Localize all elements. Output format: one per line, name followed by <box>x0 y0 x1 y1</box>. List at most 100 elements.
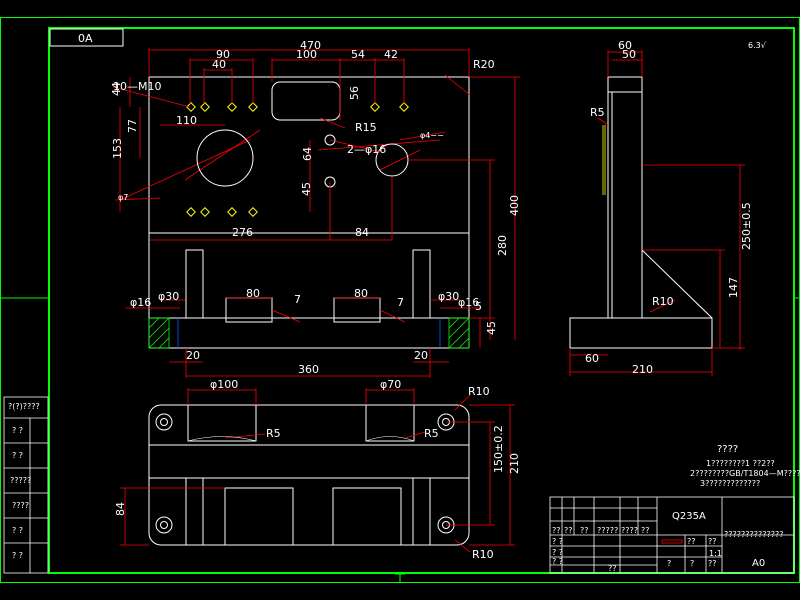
front-view-dimensions <box>112 48 520 340</box>
sheet-size: A0 <box>752 558 765 569</box>
technical-notes: ???? 1????????1 ??2?? 2????????GB/T1804—… <box>690 444 800 488</box>
dim-150: 150±0.2 <box>492 425 505 473</box>
tb-cell-d: ? <box>667 559 671 568</box>
dim-phi7: φ7 <box>118 193 128 202</box>
dim-80-right: 80 <box>354 287 368 300</box>
dim-r15: R15 <box>355 121 377 134</box>
tb-row-label-2: ?? <box>580 526 589 535</box>
tb-cell-a: ?? <box>608 564 617 573</box>
dim-phi16-right: φ16 <box>458 296 479 309</box>
strip-label-2: ? ? <box>12 451 23 460</box>
dim-10-m10: 10—M10 <box>113 80 162 93</box>
dim-360: 360 <box>298 363 319 376</box>
dim-side-147: 147 <box>727 277 740 298</box>
dim-84: 84 <box>355 226 369 239</box>
dim-20-left: 20 <box>186 349 200 362</box>
dim-phi100: φ100 <box>210 378 238 391</box>
dim-280: 280 <box>496 235 509 256</box>
dim-top-r5-right: R5 <box>424 427 439 440</box>
tb-cell-f: ?? <box>708 559 717 568</box>
dim-top-210: 210 <box>508 453 521 474</box>
strip-label-3: ????? <box>10 476 31 485</box>
title-block: Q235A ?????????????? A0 1:1 ?? ?? ?? ???… <box>549 496 795 574</box>
dim-side-r5: R5 <box>590 106 605 119</box>
lower-front-view: φ16 φ30 80 7 80 7 φ30 φ16 5 45 20 20 360 <box>125 233 498 378</box>
dim-110: 110 <box>176 114 197 127</box>
tb-cell-b: ?? <box>687 537 696 546</box>
dim-45: 45 <box>300 182 313 196</box>
tb-cell-c: ?? <box>708 537 717 546</box>
front-view-centerlines <box>119 129 441 201</box>
bolt-hole-tl <box>155 413 173 431</box>
dim-7-left: 7 <box>294 293 301 306</box>
top-view: φ100 φ70 R10 R5 R5 150±0.2 210 84 R10 <box>114 378 521 561</box>
base-hatching <box>148 317 470 349</box>
dim-top-r10: R10 <box>468 385 490 398</box>
dim-42: 42 <box>384 48 398 61</box>
scale: 1:1 <box>709 549 722 558</box>
tb-row-label-1: ?? <box>564 526 573 535</box>
dim-56: 56 <box>348 86 361 100</box>
dim-r20: R20 <box>473 58 495 71</box>
dim-phi4: φ4−− <box>420 131 444 140</box>
tb-left-label-1: ? ? <box>552 548 563 557</box>
large-bore-left <box>196 129 254 187</box>
dim-phi16-left: φ16 <box>130 296 151 309</box>
dim-470: 470 <box>300 39 321 52</box>
notes-line-1: 1????????1 ??2?? <box>706 459 775 468</box>
strip-label-1: ? ? <box>12 426 23 435</box>
dim-side-60: 60 <box>618 39 632 52</box>
dim-64: 64 <box>301 147 314 161</box>
dim-phi30-left: φ30 <box>158 290 179 303</box>
dim-20-right: 20 <box>414 349 428 362</box>
tb-row-label-5: ?? <box>641 526 650 535</box>
strip-label-6: ? ? <box>12 551 23 560</box>
dim-phi70: φ70 <box>380 378 401 391</box>
notes-line-2: 2????????GB/T1804—M???? <box>690 469 800 478</box>
dim-side-60-bottom: 60 <box>585 352 599 365</box>
dim-top-r5-left: R5 <box>266 427 281 440</box>
dim-phi30-right: φ30 <box>438 290 459 303</box>
notes-line-3: 3????????????? <box>700 479 760 488</box>
strip-label-5: ? ? <box>12 526 23 535</box>
threaded-holes <box>186 102 409 217</box>
material: Q235A <box>672 511 706 522</box>
dim-5: 5 <box>475 300 482 313</box>
dim-side-r10: R10 <box>652 295 674 308</box>
dim-side-210: 210 <box>632 363 653 376</box>
tb-left-label-2: ? ? <box>552 557 563 566</box>
strip-label-0: ?(?)???? <box>8 402 40 411</box>
dim-90: 90 <box>216 48 230 61</box>
roughness-symbol: 6.3√ <box>748 41 767 50</box>
tb-row-label-4: ???? <box>621 526 638 535</box>
dim-80-left: 80 <box>246 287 260 300</box>
dim-7-right: 7 <box>397 296 404 309</box>
dim-45-base: 45 <box>485 321 498 335</box>
tb-left-label-0: ? ? <box>552 537 563 546</box>
dim-side-50: 50 <box>622 48 636 61</box>
dim-400: 400 <box>508 195 521 216</box>
dim-40: 40 <box>212 58 226 71</box>
dim-top-84: 84 <box>114 502 127 516</box>
mirror-tag-box: 0A <box>49 28 124 47</box>
side-view: 60 50 6.3√ R5 250±0.5 R10 147 60 210 <box>569 39 767 376</box>
tb-row-label-0: ?? <box>552 526 561 535</box>
notes-title: ???? <box>717 444 738 455</box>
pin-hole-upper <box>324 134 336 146</box>
front-view-dimension-text: 470 90 40 100 54 42 R20 10—M10 44 56 R15… <box>110 39 521 256</box>
strip-label-4: ???? <box>12 501 29 510</box>
dim-276: 276 <box>232 226 253 239</box>
dim-side-250: 250±0.5 <box>740 202 753 250</box>
dim-bottom-r10: R10 <box>472 548 494 561</box>
drawing-name: ?????????????? <box>724 530 783 539</box>
left-revision-strip: ?(?)???? ? ? ? ? ????? ???? ? ? ? ? <box>3 396 49 574</box>
dim-44: 44 <box>110 82 123 96</box>
tb-row-label-3: ????? <box>597 526 618 535</box>
bolt-hole-bl <box>155 516 173 534</box>
dim-100: 100 <box>296 48 317 61</box>
dim-54: 54 <box>351 48 365 61</box>
front-view: 470 90 40 100 54 42 R20 10—M10 44 56 R15… <box>110 39 521 340</box>
dim-2-phi16: 2—φ16 <box>347 143 386 156</box>
top-view-bolt-holes <box>155 413 455 534</box>
